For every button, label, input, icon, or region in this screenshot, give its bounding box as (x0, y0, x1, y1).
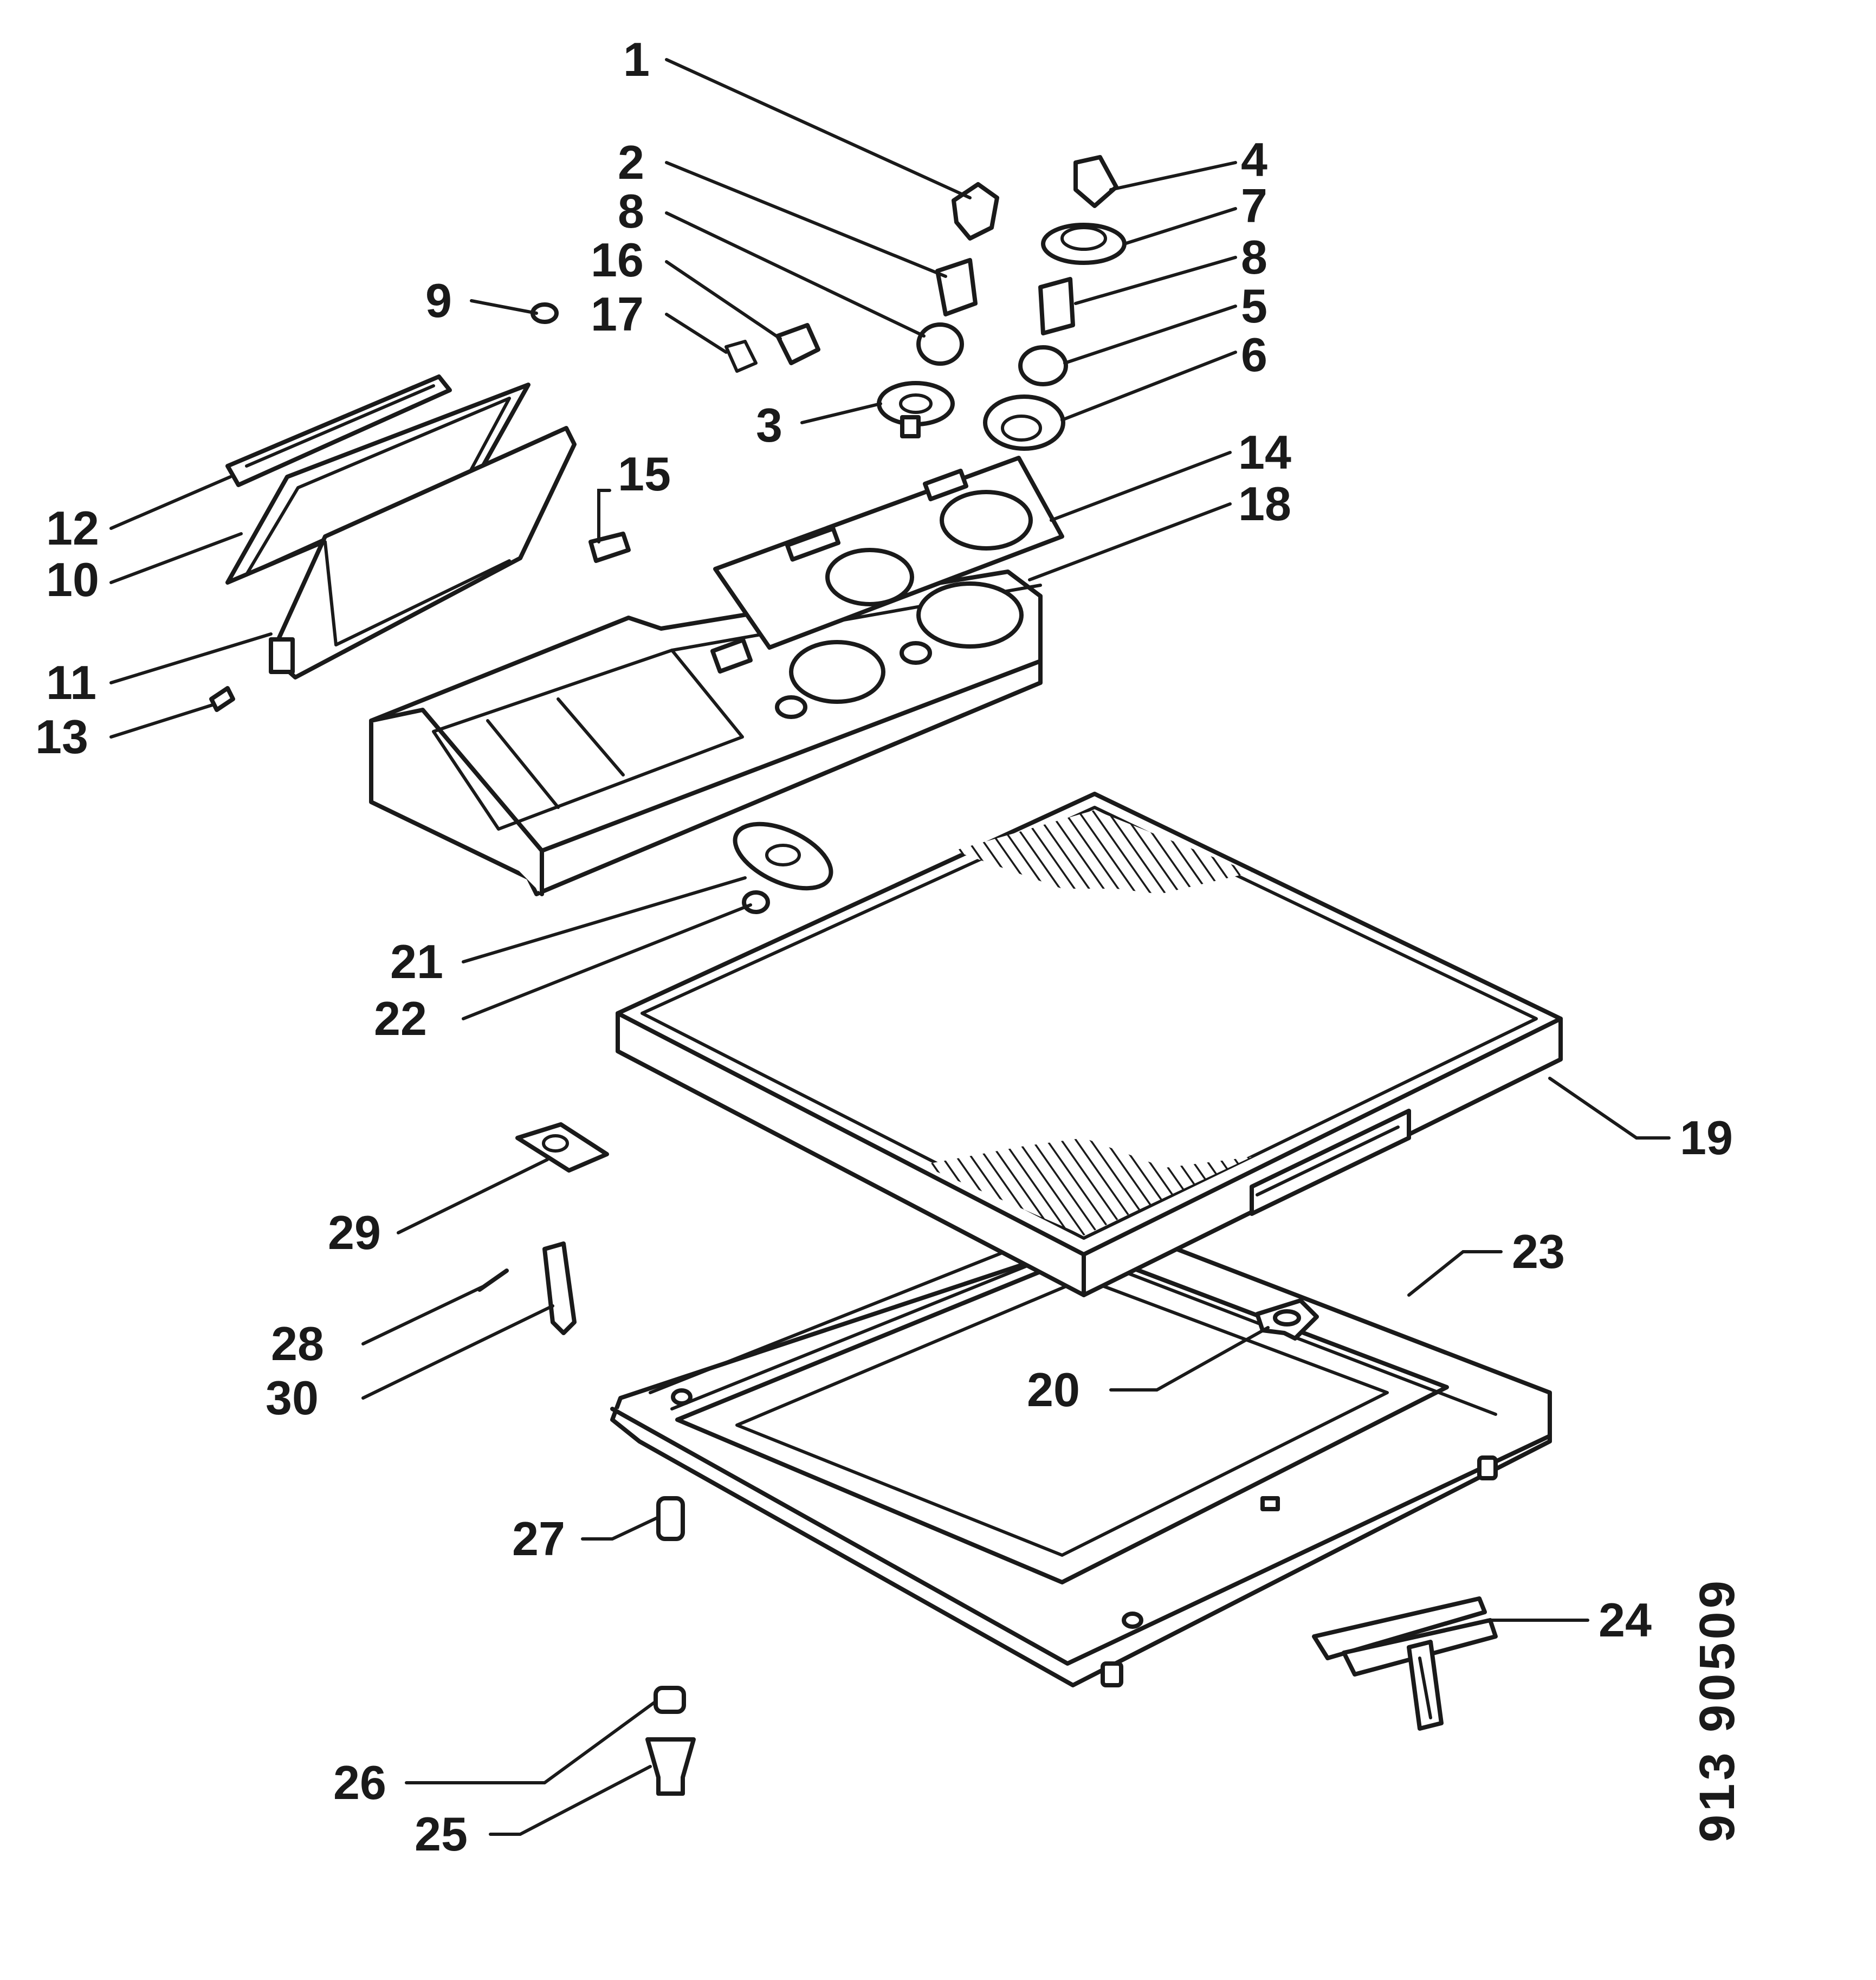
callout-28: 28 (271, 1317, 324, 1370)
callout-23: 23 (1512, 1225, 1565, 1278)
part-19-lid (616, 792, 1563, 1297)
callout-20: 20 (1027, 1363, 1080, 1416)
callout-11: 11 (46, 656, 96, 709)
callout-21: 21 (390, 935, 443, 988)
callout-labels: 1 2 3 4 5 6 7 8 8 9 10 11 12 13 14 15 16… (35, 33, 1733, 1861)
part-22-nut (742, 890, 770, 914)
callout-14: 14 (1238, 425, 1291, 479)
part-1-knob (952, 182, 999, 241)
part-28-pin (477, 1269, 509, 1292)
callout-17: 17 (591, 287, 644, 341)
part-21-plate (733, 821, 833, 891)
part-17-spring-clip (724, 340, 758, 373)
callout-12: 12 (46, 501, 99, 555)
callout-2: 2 (618, 135, 644, 189)
part-5-ring (1018, 345, 1068, 386)
callout-15: 15 (618, 447, 671, 501)
part-16-button (775, 323, 820, 365)
callout-26: 26 (333, 1756, 386, 1809)
part-26-cap (654, 1686, 686, 1714)
callout-6: 6 (1241, 328, 1267, 381)
callout-27: 27 (512, 1512, 565, 1565)
part-13-screw (209, 686, 235, 712)
callout-8-left: 8 (618, 184, 644, 238)
part-8-spring-left (916, 322, 964, 366)
part-14-fascia-plate (713, 456, 1064, 650)
part-6-bezel (983, 394, 1065, 451)
callout-3: 3 (756, 398, 782, 452)
callout-7: 7 (1241, 179, 1267, 232)
part-27-spring (656, 1496, 685, 1541)
part-24-hinge-assembly (1312, 1596, 1498, 1731)
callout-1: 1 (623, 33, 650, 86)
part-20-lid-catch (1255, 1298, 1319, 1341)
callout-16: 16 (591, 233, 644, 287)
document-number: 913 90509 (1690, 1577, 1745, 1842)
callout-22: 22 (374, 992, 427, 1045)
callout-5: 5 (1241, 279, 1267, 333)
callout-10: 10 (46, 553, 99, 606)
callout-13: 13 (35, 710, 88, 763)
part-18-control-panel-housing (369, 570, 1043, 896)
callout-29: 29 (328, 1206, 381, 1259)
part-15-clip (588, 532, 631, 563)
callout-24: 24 (1599, 1593, 1652, 1647)
callout-19: 19 (1680, 1111, 1733, 1164)
callout-8-right: 8 (1241, 230, 1267, 284)
callout-18: 18 (1238, 477, 1291, 530)
leader-lines (109, 58, 1671, 1836)
part-12-drawer-cover (225, 374, 452, 487)
part-2-shaft (935, 258, 978, 316)
part-11-drawer-front (269, 426, 577, 680)
part-30-hinge-arm (542, 1241, 577, 1335)
part-7-collar (1041, 223, 1127, 265)
part-8-spring-right (1038, 277, 1075, 335)
callout-30: 30 (266, 1371, 319, 1425)
part-25-foot (645, 1737, 696, 1796)
part-29-bracket (515, 1122, 609, 1173)
callout-9: 9 (425, 274, 452, 327)
part-3-bezel (877, 381, 955, 438)
callout-4: 4 (1241, 133, 1267, 186)
part-4-knob (1073, 155, 1118, 208)
callout-25: 25 (415, 1807, 468, 1861)
